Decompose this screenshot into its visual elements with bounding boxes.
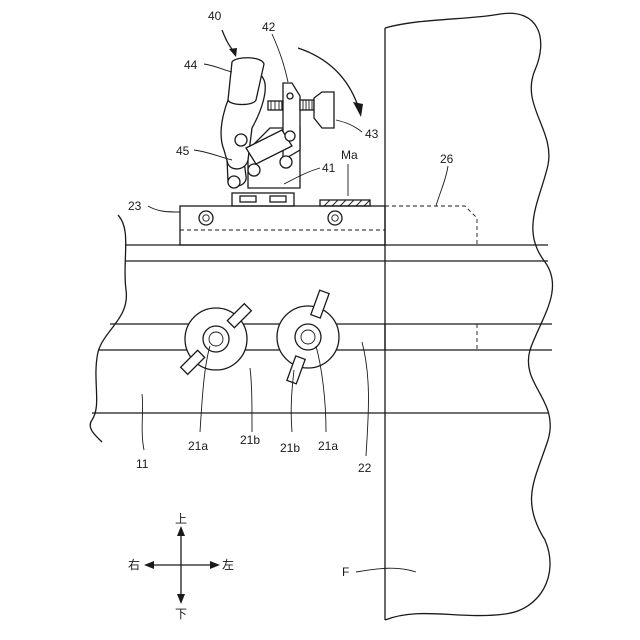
compass-down-label: 下 xyxy=(175,607,187,621)
toggle-clamp-40 xyxy=(221,58,334,206)
direction-compass: 上 下 右 左 xyxy=(128,512,234,621)
label-44: 44 xyxy=(184,58,198,72)
label-21b-right: 21b xyxy=(280,441,300,455)
label-41: 41 xyxy=(322,161,336,175)
compass-up-label: 上 xyxy=(175,512,187,526)
compass-right-label: 右 xyxy=(128,557,140,572)
label-42: 42 xyxy=(262,20,276,34)
label-21a-left: 21a xyxy=(188,439,208,453)
fastener-21-right xyxy=(277,290,339,384)
label-23: 23 xyxy=(128,199,142,213)
wall-f xyxy=(385,13,553,620)
label-40: 40 xyxy=(208,9,222,23)
label-21b-left: 21b xyxy=(240,433,260,447)
fastener-21-left xyxy=(181,304,252,375)
base-plate-23 xyxy=(180,206,385,245)
workpiece-ma xyxy=(320,200,370,206)
label-22: 22 xyxy=(358,461,372,475)
label-21a-right: 21a xyxy=(318,439,338,453)
label-43: 43 xyxy=(365,127,379,141)
compass-left-label: 左 xyxy=(222,557,234,572)
label-11: 11 xyxy=(136,457,149,471)
label-26: 26 xyxy=(440,152,454,166)
label-ma: Ma xyxy=(341,148,358,162)
member-26-dashed xyxy=(385,206,477,350)
label-f: F xyxy=(342,565,349,579)
label-45: 45 xyxy=(176,144,190,158)
